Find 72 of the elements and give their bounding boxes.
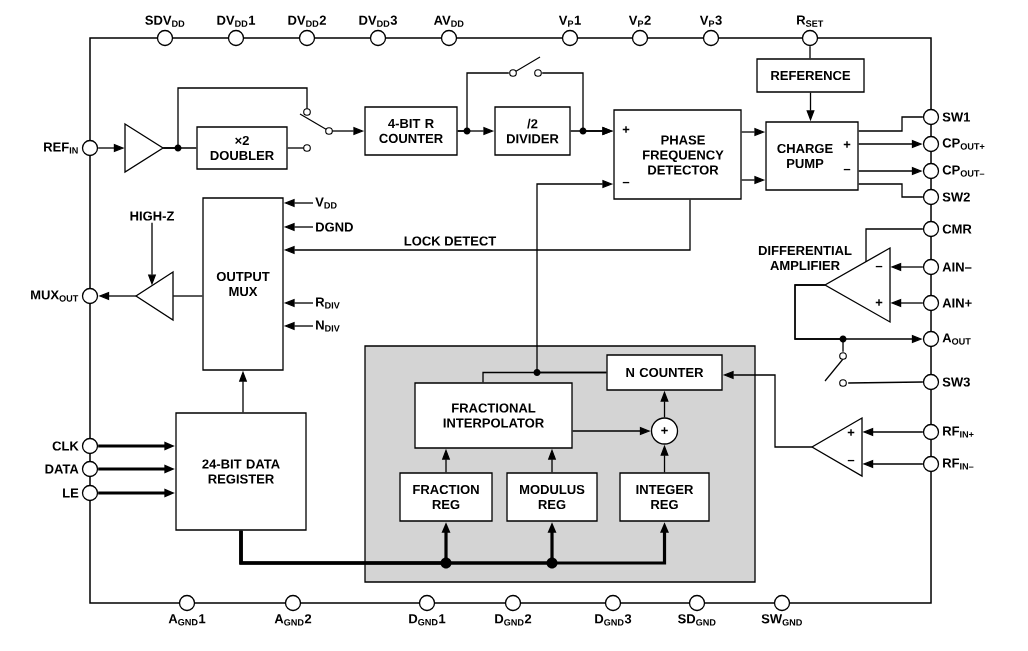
pin-label: DV$_{DD}$2 — [288, 15, 326, 27]
connector-line — [865, 228, 924, 263]
function-block: N COUNTER — [606, 354, 723, 391]
connector-line — [847, 381, 924, 384]
switch-symbol — [299, 108, 333, 152]
function-block: 24-BIT DATA REGISTER — [175, 412, 307, 531]
polarity-sign: – — [622, 181, 630, 184]
pin-label: D$_{GND}$3 — [595, 614, 632, 626]
signal-label: DGND — [316, 222, 353, 232]
pin-label: D$_{GND}$1 — [409, 614, 446, 626]
signal-label: R$_{DIV}$ — [316, 297, 340, 309]
function-block: MODULUS REG — [506, 472, 598, 522]
switch-symbol — [509, 56, 542, 77]
function-block: ×2 DOUBLER — [196, 126, 288, 170]
pin-label: A$_{GND}$2 — [274, 614, 312, 626]
pin-label: CMR — [942, 224, 972, 234]
function-block: OUTPUT MUX — [202, 197, 284, 371]
connector-line — [172, 295, 203, 297]
function-block: FRACTION REG — [399, 472, 493, 522]
signal-label: N$_{DIV}$ — [316, 320, 340, 332]
pin-label: D$_{GND}$2 — [495, 614, 532, 626]
pin-label: AV$_{DD}$ — [433, 15, 464, 27]
pin-label: MUX$_{OUT}$ — [31, 290, 79, 302]
function-block: INTEGER REG — [619, 472, 710, 522]
pin-label: DV$_{DD}$1 — [217, 15, 256, 27]
function-block: FRACTIONAL INTERPOLATOR — [414, 382, 573, 449]
pin-label: DATA — [45, 464, 79, 474]
function-block: REFERENCE — [756, 58, 865, 93]
pin-label: REF$_{IN}$ — [44, 142, 78, 154]
connector-line — [858, 116, 924, 132]
polarity-sign: + — [875, 299, 883, 306]
pin-label: SW$_{GND}$ — [761, 614, 802, 626]
polarity-sign: – — [875, 265, 883, 268]
pin-label: R$_{SET}$ — [797, 15, 824, 27]
pin-label: CP$_{OUT–}$ — [942, 165, 985, 177]
switch-symbol — [824, 352, 847, 387]
polarity-sign: – — [847, 459, 855, 462]
polarity-sign: + — [622, 126, 630, 133]
pin-label: AIN– — [942, 262, 972, 272]
pin-label: DV$_{DD}$3 — [359, 15, 397, 27]
connector-line — [794, 284, 844, 353]
connector-line — [858, 183, 924, 198]
pin-label: V$_{P}$2 — [628, 15, 651, 27]
polarity-sign: + — [847, 429, 855, 436]
pin-label: AIN+ — [942, 298, 972, 308]
pin-label: SD$_{GND}$ — [678, 614, 716, 626]
amplifier-label: DIFFERENTIAL AMPLIFIER — [758, 246, 852, 270]
pin-label: V$_{P}$3 — [699, 15, 722, 27]
pin-label: V$_{P}$1 — [558, 15, 581, 27]
function-block: 4-BIT R COUNTER — [364, 106, 458, 156]
connector-line — [809, 45, 811, 59]
pin-label: RF$_{IN–}$ — [943, 458, 974, 470]
pin-label: SW2 — [942, 192, 970, 202]
pin-label: CLK — [52, 441, 79, 451]
pin-label: LE — [63, 488, 79, 498]
connector-line — [457, 72, 510, 132]
pin-label: RF$_{IN+}$ — [943, 426, 974, 438]
connector-line — [287, 147, 305, 149]
connector-line — [162, 87, 308, 149]
signal-label: HIGH-Z — [130, 211, 174, 221]
polarity-sign: + — [843, 141, 851, 148]
pin-label: SDV$_{DD}$ — [145, 15, 185, 27]
pin-label: CP$_{OUT+}$ — [942, 138, 985, 150]
function-block: /2 DIVIDER — [494, 106, 571, 156]
polarity-sign: – — [843, 168, 851, 171]
pin-label: SW1 — [942, 112, 970, 122]
pin-label: A$_{OUT}$ — [942, 333, 971, 345]
signal-label: V$_{DD}$ — [315, 197, 337, 209]
pin-label: A$_{GND}$1 — [168, 614, 206, 626]
edge-label: LOCK DETECT — [402, 235, 498, 247]
summing-junction: + — [650, 417, 679, 445]
pin-label: SW3 — [942, 377, 970, 387]
